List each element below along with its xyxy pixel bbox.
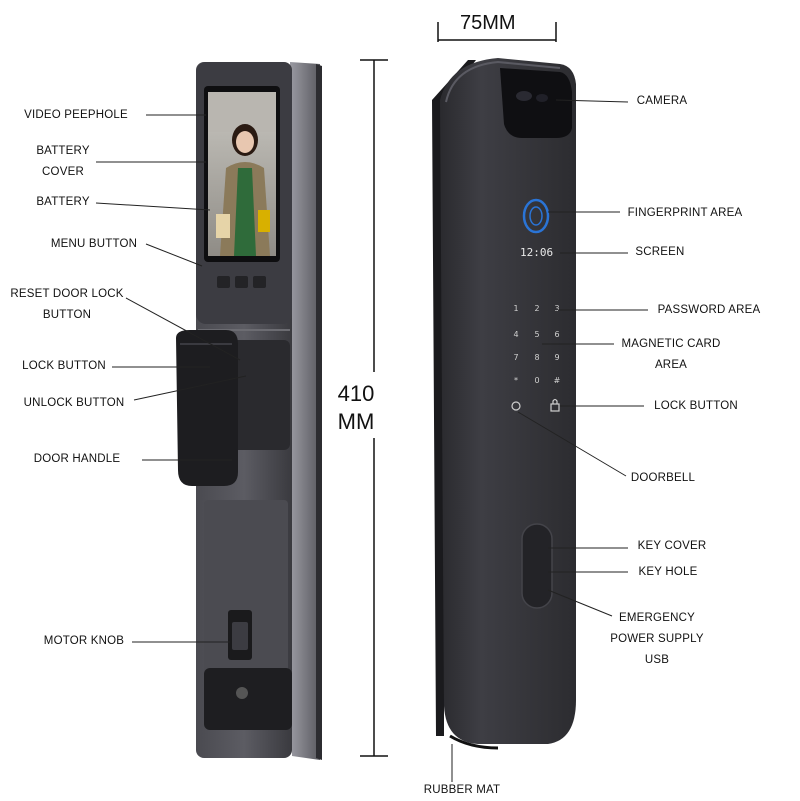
menu-key-3[interactable] — [253, 276, 266, 288]
label-line: DOOR HANDLE — [33, 453, 121, 465]
label-line: RUBBER MAT — [423, 784, 501, 796]
label-line: LOCK BUTTON — [654, 400, 738, 412]
outer-panel — [440, 58, 576, 744]
label-password-area: PASSWORD AREA — [652, 300, 766, 321]
label-key-cover: KEY COVER — [632, 536, 712, 557]
keypad-key[interactable]: 8 — [534, 353, 539, 362]
label-line: FINGERPRINT AREA — [627, 207, 743, 219]
label-line: LOCK BUTTON — [22, 360, 106, 372]
label-line: MOTOR KNOB — [43, 635, 125, 647]
keypad[interactable]: 1 2 3 4 5 6 7 8 9 * 0 # — [513, 304, 560, 385]
keypad-key[interactable]: 4 — [513, 330, 518, 339]
label-menu-button: MENU BUTTON — [40, 234, 148, 255]
label-line: PASSWORD AREA — [657, 304, 761, 316]
width-dimension — [437, 22, 557, 42]
keypad-key[interactable]: 5 — [534, 330, 539, 339]
label-magnetic-card-area: MAGNETIC CARD AREA — [618, 334, 724, 376]
label-battery: BATTERY — [30, 192, 96, 213]
height-dimension — [360, 59, 388, 757]
label-line: CAMERA — [636, 95, 688, 107]
keypad-key[interactable]: 2 — [534, 304, 539, 313]
lock-icon[interactable] — [550, 403, 560, 412]
menu-key-2[interactable] — [235, 276, 248, 288]
keypad-key[interactable]: 9 — [554, 353, 559, 362]
keypad-key[interactable]: 6 — [554, 330, 559, 339]
outer-lock-body: 1 2 3 4 5 6 7 8 9 * 0 # — [432, 58, 576, 750]
label-line: AREA — [654, 359, 688, 371]
label-line: KEY COVER — [637, 540, 707, 552]
label-line: BUTTON — [42, 309, 92, 321]
camera-module — [500, 68, 572, 138]
leader-lines — [95, 99, 648, 782]
label-video-peephole: VIDEO PEEPHOLE — [6, 105, 146, 126]
label-line: RESET DOOR LOCK — [10, 288, 124, 300]
label-battery-cover: BATTERY COVER — [30, 141, 96, 183]
label-line: MENU BUTTON — [50, 238, 138, 250]
label-line: UNLOCK BUTTON — [23, 397, 125, 409]
label-key-hole: KEY HOLE — [632, 562, 704, 583]
label-line: MAGNETIC CARD — [621, 338, 721, 350]
inner-lock-body — [176, 62, 322, 760]
label-rubber-mat: RUBBER MAT — [416, 780, 508, 801]
label-unlock-button: UNLOCK BUTTON — [16, 393, 132, 414]
visitor-figure — [208, 92, 276, 256]
width-dimension-label: 75MM — [460, 12, 516, 34]
keypad-key[interactable]: 7 — [513, 353, 518, 362]
menu-key-1[interactable] — [217, 276, 230, 288]
label-lock-button-right: LOCK BUTTON — [648, 396, 744, 417]
label-camera: CAMERA — [632, 91, 692, 112]
label-line: SCREEN — [635, 246, 685, 258]
key-cover[interactable] — [521, 523, 553, 609]
height-dimension-label: 410 MM — [332, 380, 380, 436]
reset-hole — [236, 687, 248, 699]
label-doorbell: DOORBELL — [626, 468, 700, 489]
label-line: USB — [644, 654, 670, 666]
label-line: VIDEO PEEPHOLE — [24, 109, 128, 121]
label-emergency-power-supply-usb: EMERGENCY POWER SUPPLY USB — [600, 608, 714, 671]
label-screen: SCREEN — [630, 242, 690, 263]
label-lock-button-left: LOCK BUTTON — [16, 356, 112, 377]
label-line: BATTERY — [36, 145, 90, 157]
label-line: BATTERY — [36, 196, 90, 208]
height-unit: MM — [337, 409, 375, 434]
label-fingerprint-area: FINGERPRINT AREA — [622, 203, 748, 224]
label-line: COVER — [42, 166, 84, 178]
keypad-key[interactable]: 1 — [513, 304, 518, 313]
label-motor-knob: MOTOR KNOB — [36, 631, 132, 652]
doorbell-icon[interactable] — [511, 401, 521, 411]
label-line: KEY HOLE — [638, 566, 698, 578]
keypad-key[interactable]: # — [554, 376, 561, 385]
height-value: 410 — [337, 381, 375, 406]
keypad-key[interactable]: * — [514, 376, 518, 385]
display-time: 12:06 — [520, 246, 554, 259]
keypad-key[interactable]: 0 — [534, 376, 539, 385]
label-line: EMERGENCY — [619, 612, 695, 624]
label-reset-door-lock-button: RESET DOOR LOCK BUTTON — [4, 284, 130, 326]
keypad-key[interactable]: 3 — [554, 304, 559, 313]
door-handle[interactable] — [176, 330, 238, 486]
fingerprint-icon[interactable] — [522, 198, 550, 234]
label-door-handle: DOOR HANDLE — [16, 449, 138, 470]
label-line: DOORBELL — [630, 472, 696, 484]
label-line: POWER SUPPLY — [610, 633, 704, 645]
